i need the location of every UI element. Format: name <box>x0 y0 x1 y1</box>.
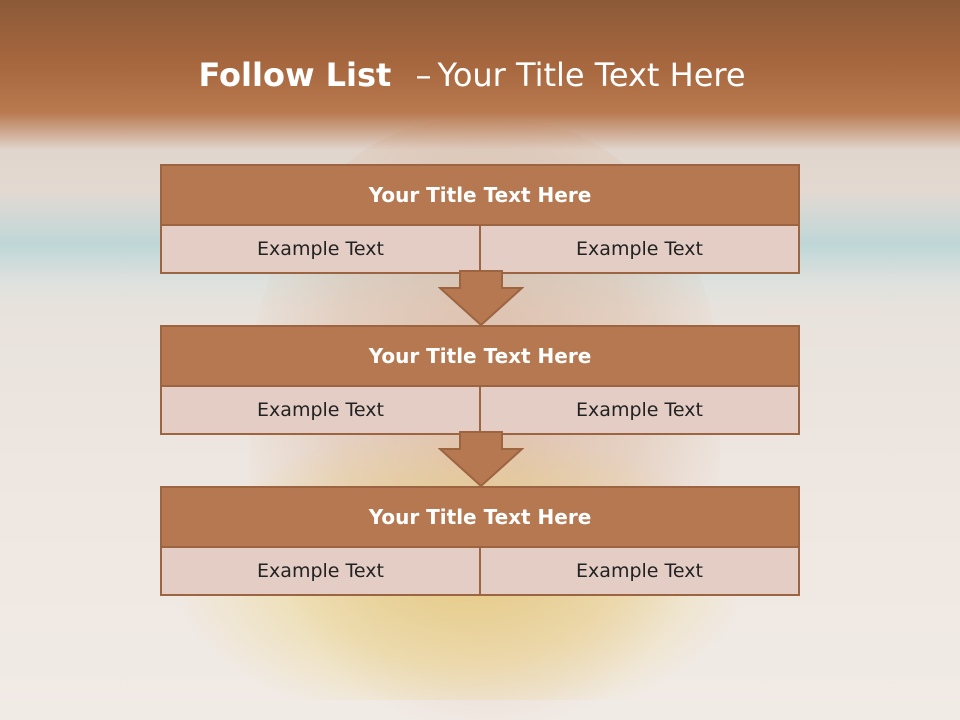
slide-title: Follow List –Your Title Text Here <box>0 56 944 94</box>
step-title: Your Title Text Here <box>162 327 798 387</box>
step-text-right: Example Text <box>479 226 798 272</box>
step-block-3: Your Title Text Here Example Text Exampl… <box>160 486 800 596</box>
step-text-left: Example Text <box>257 560 384 582</box>
down-arrow-icon <box>438 270 524 326</box>
slide-title-sub: Your Title Text Here <box>437 56 746 94</box>
step-block-2: Your Title Text Here Example Text Exampl… <box>160 325 800 435</box>
step-text-right: Example Text <box>479 387 798 433</box>
step-text-right: Example Text <box>479 548 798 594</box>
step-row: Example Text Example Text <box>162 226 798 272</box>
slide-title-main: Follow List <box>198 56 392 94</box>
step-title: Your Title Text Here <box>162 488 798 548</box>
step-text-left: Example Text <box>257 399 384 421</box>
step-row: Example Text Example Text <box>162 548 798 594</box>
step-title: Your Title Text Here <box>162 166 798 226</box>
step-text-left: Example Text <box>257 238 384 260</box>
down-arrow-icon <box>438 431 524 487</box>
slide-title-separator: – <box>415 56 432 94</box>
step-block-1: Your Title Text Here Example Text Exampl… <box>160 164 800 274</box>
title-banner <box>0 0 960 150</box>
step-row: Example Text Example Text <box>162 387 798 433</box>
